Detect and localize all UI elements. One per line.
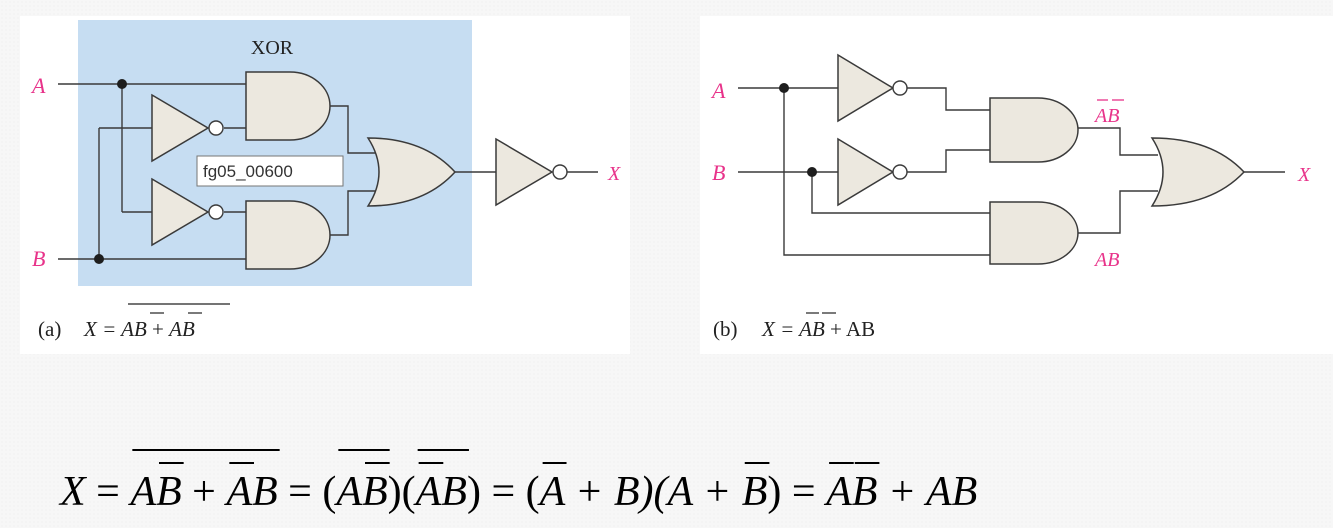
expr-part: X = A	[83, 317, 134, 341]
eq-part: B	[156, 469, 182, 515]
junction-dot	[807, 167, 817, 177]
panel-b-bottom-and-label: AB	[1093, 249, 1119, 271]
eq-part: ) =	[767, 469, 826, 515]
junction-dot	[779, 83, 789, 93]
eq-part: + AB	[877, 469, 977, 515]
panel-a-or-gate	[366, 137, 457, 207]
tooltip: fg05_00600	[196, 155, 344, 187]
eq-part: B	[441, 469, 467, 515]
xor-title: XOR	[251, 37, 294, 59]
eq-part: X	[58, 469, 88, 515]
expr-part: B	[812, 317, 825, 341]
eq-part: A	[333, 469, 362, 515]
panel-b-and-gate-bottom	[989, 201, 1079, 265]
eq-part: B	[252, 469, 278, 515]
expr-part: +	[147, 317, 169, 341]
panel-a-input-a-label: A	[30, 73, 46, 98]
expr-part: + AB	[825, 317, 875, 341]
panel-b-not-gate-b	[837, 137, 908, 207]
eq-part: B	[742, 469, 768, 515]
panel-a-and-gate-top	[245, 71, 331, 141]
eq-part: = (	[278, 469, 337, 515]
eq-part: A	[823, 469, 852, 515]
panel-b-not-gate-a	[837, 53, 908, 123]
expr-part: X =	[761, 317, 799, 341]
junction-dot	[117, 79, 127, 89]
panel-b-input-a-label: A	[710, 78, 726, 103]
panel-a-output-not-gate	[495, 137, 568, 207]
eq-part: ) = (	[467, 469, 540, 515]
panel-a-output-label: X	[607, 163, 621, 185]
panel-a-caption-overbars	[128, 303, 230, 314]
eq-part: A	[127, 469, 156, 515]
panel-b-input-b-label: B	[712, 160, 725, 185]
panel-a-wires	[58, 83, 598, 260]
junction-dot	[94, 254, 104, 264]
equation-overbars	[132, 449, 880, 464]
panel-b-output-label: X	[1297, 164, 1311, 186]
eq-part: =	[86, 469, 131, 515]
panel-a-not-gate-bottom	[151, 177, 224, 247]
panel-b-and-gate-top	[989, 97, 1079, 163]
tooltip-text: fg05_00600	[203, 162, 293, 181]
eq-part: A	[223, 469, 252, 515]
eq-part: B	[852, 469, 878, 515]
eq-part: A	[413, 469, 442, 515]
panel-b-top-and-label: AB	[1093, 105, 1119, 127]
panel-b-caption-expr: X = AB + AB	[761, 317, 875, 341]
panel-a-not-gate-top	[151, 93, 224, 163]
panel-a-caption-label: (a)	[38, 317, 61, 341]
panel-b-wires	[738, 87, 1285, 256]
eq-part: B	[362, 469, 388, 515]
panel-a-and-gate-bottom	[245, 200, 331, 270]
label-part: A	[1093, 105, 1108, 127]
eq-part: )(	[388, 469, 416, 515]
eq-part: + B)(A +	[565, 469, 742, 515]
label-part: B	[1107, 105, 1119, 127]
expr-part: B	[134, 317, 147, 341]
panel-b-or-gate	[1150, 137, 1246, 207]
boolean-equation: X = AB + AB = (AB)(AB) = (A + B)(A + B) …	[58, 469, 977, 515]
panel-b-card	[700, 16, 1333, 354]
panel-a-caption-expr: X = AB + AB	[83, 317, 195, 341]
panel-b-caption-label: (b)	[713, 317, 738, 341]
eq-part: +	[182, 469, 227, 515]
expr-part: A	[167, 317, 182, 341]
panel-a-input-b-label: B	[32, 246, 45, 271]
expr-part: A	[797, 317, 812, 341]
eq-part: A	[537, 469, 566, 515]
expr-part: B	[182, 317, 195, 341]
